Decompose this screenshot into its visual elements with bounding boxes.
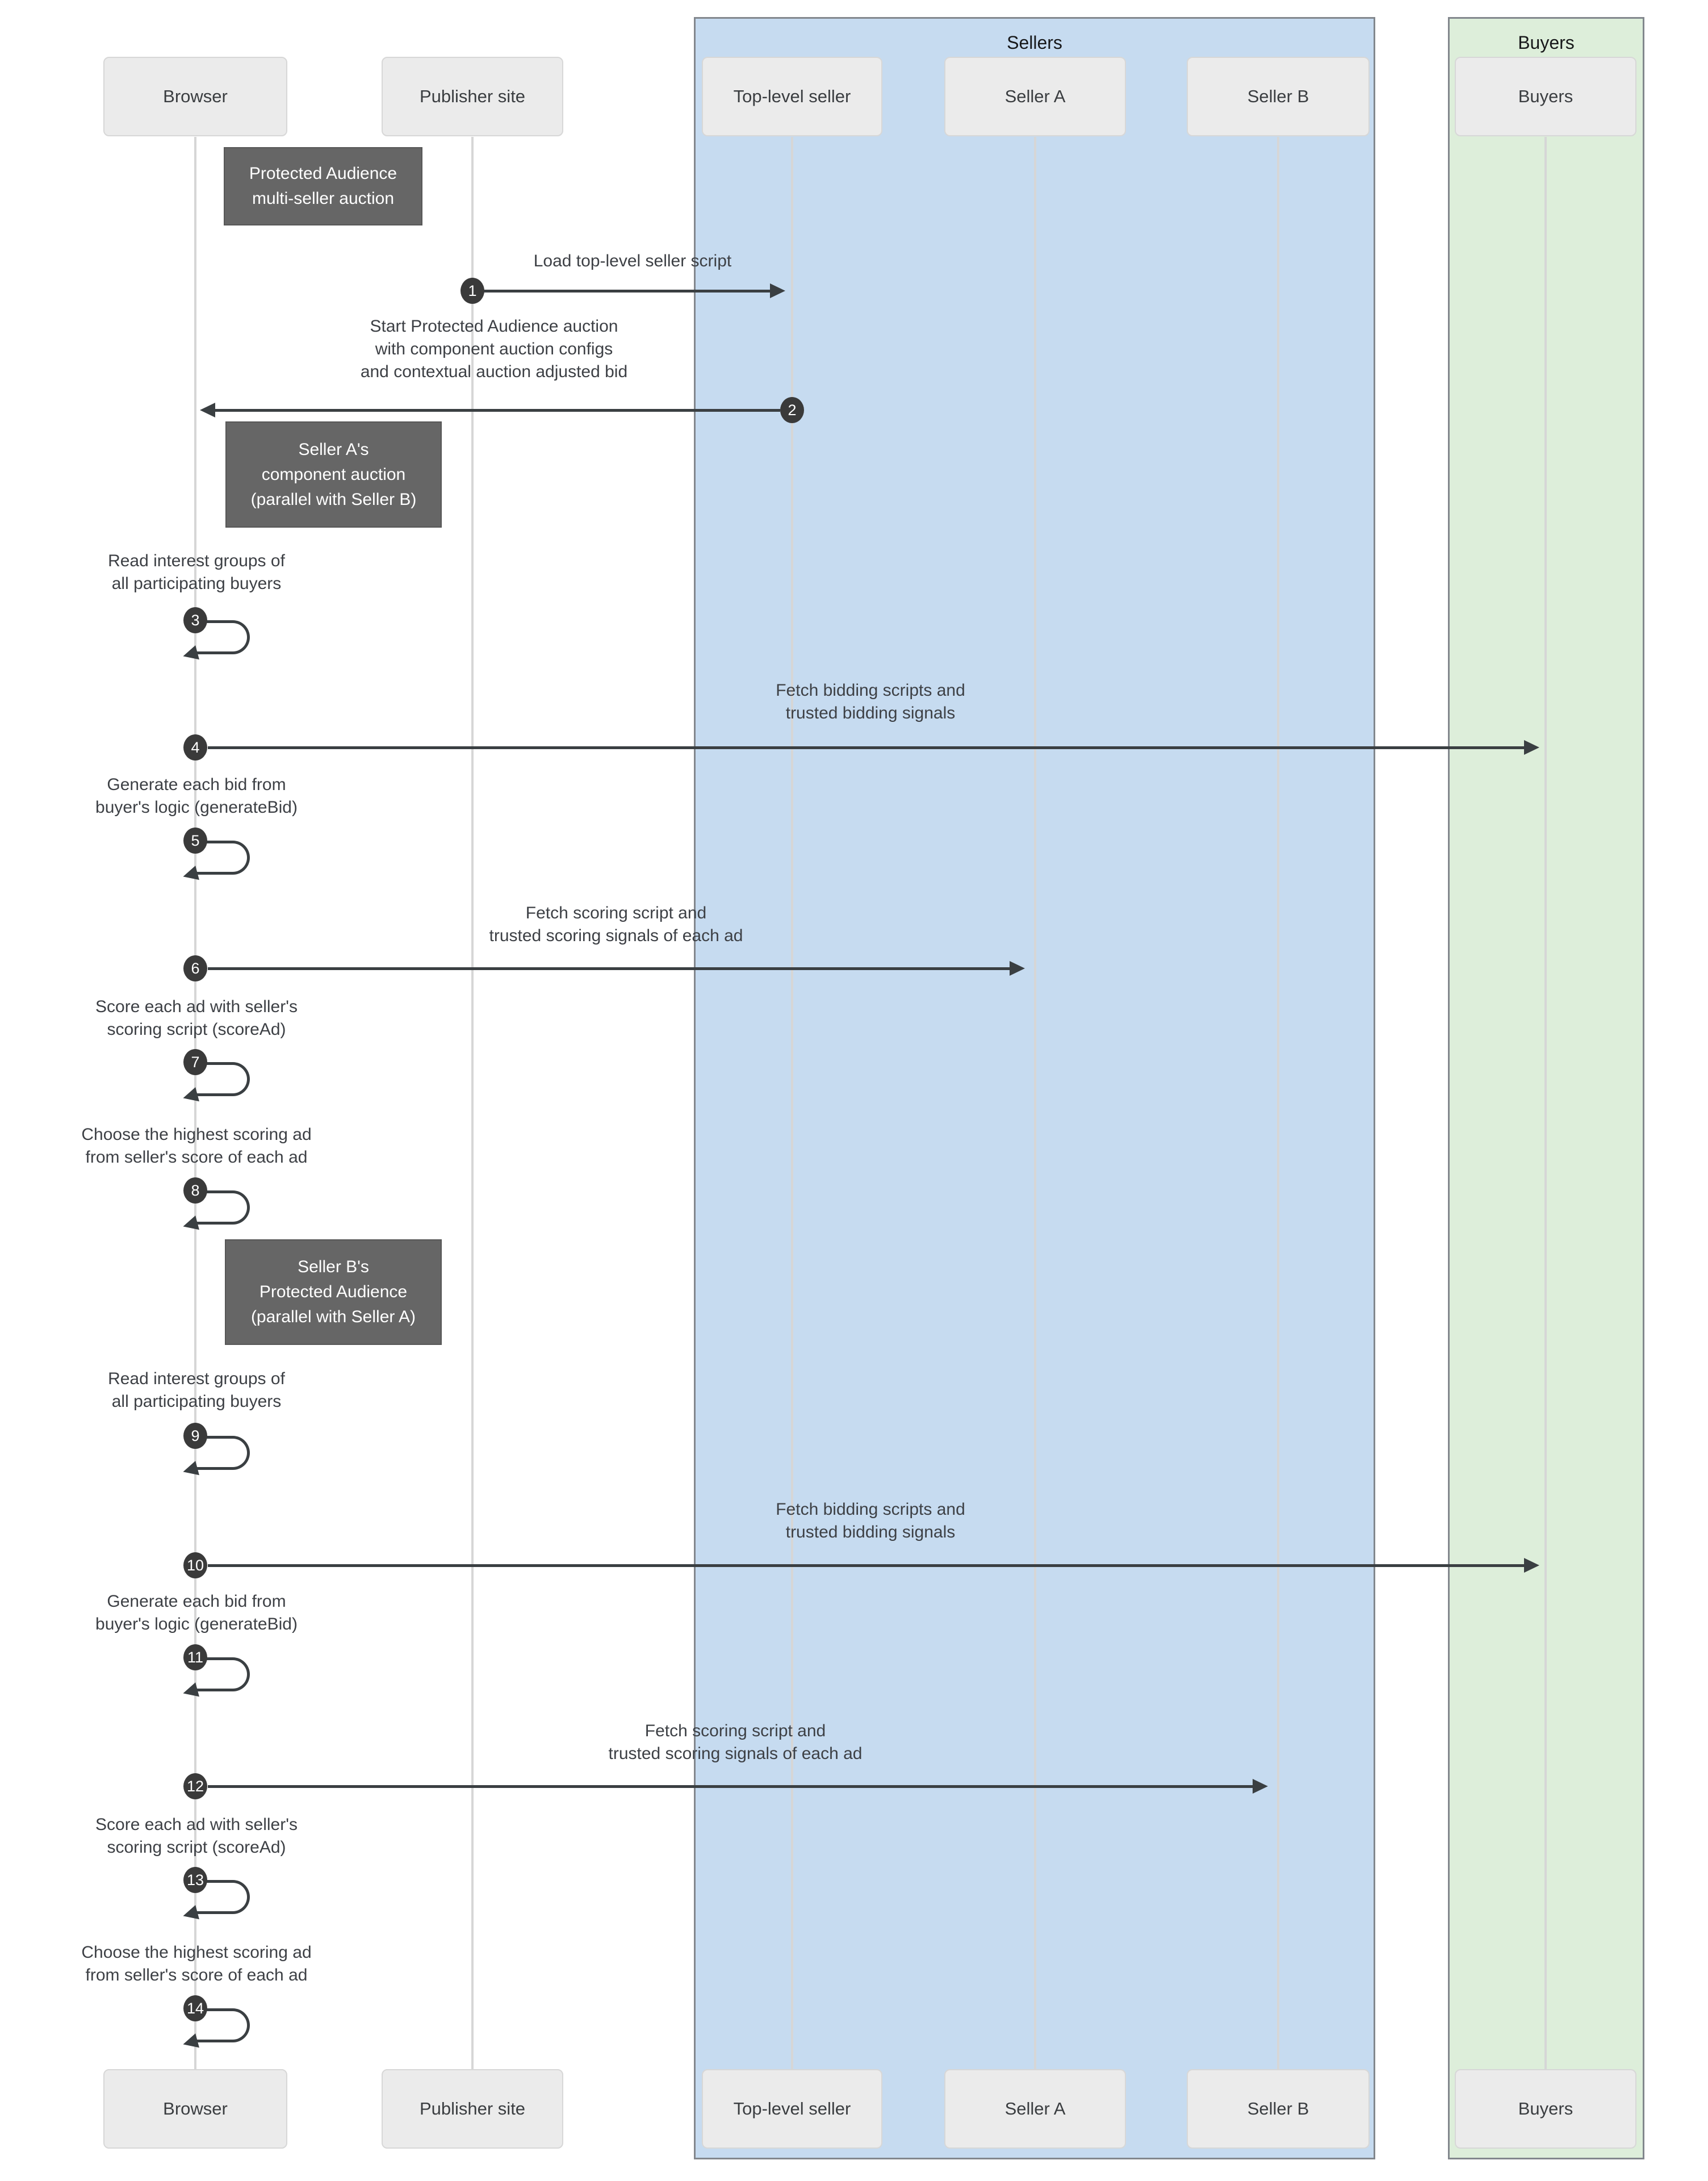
message-9-label: Read interest groups of all participatin… bbox=[108, 1369, 285, 1411]
message-7-label: Score each ad with seller's scoring scri… bbox=[95, 997, 298, 1039]
message-2-arrow bbox=[215, 409, 780, 412]
message-1-label: Load top-level seller script bbox=[533, 252, 732, 270]
sequence-number-11: 11 bbox=[183, 1644, 207, 1670]
participant-browser-top: Browser bbox=[103, 57, 287, 136]
sequence-number-9: 9 bbox=[183, 1423, 207, 1449]
arrowhead-right-icon bbox=[1253, 1779, 1268, 1794]
arrowhead-right-icon bbox=[1524, 740, 1539, 755]
participant-buyers-bottom: Buyers bbox=[1455, 2069, 1636, 2149]
participant-seller-a-top: Seller A bbox=[944, 57, 1126, 136]
message-10-arrow bbox=[208, 1564, 1525, 1567]
message-5-label: Generate each bid from buyer's logic (ge… bbox=[95, 775, 298, 817]
message-14-label: Choose the highest scoring ad from selle… bbox=[81, 1943, 312, 1984]
message-3-self-loop bbox=[195, 620, 250, 654]
lifeline-buyers bbox=[1544, 137, 1547, 2069]
sequence-number-3: 3 bbox=[183, 607, 207, 633]
message-1-arrow bbox=[480, 290, 771, 293]
message-13-self-loop bbox=[195, 1880, 250, 1914]
message-6-label: Fetch scoring script and trusted scoring… bbox=[489, 904, 743, 945]
message-10-label: Fetch bidding scripts and trusted biddin… bbox=[776, 1500, 965, 1541]
message-13-label: Score each ad with seller's scoring scri… bbox=[95, 1815, 298, 1857]
message-9-self-loop bbox=[195, 1436, 250, 1470]
buyers-group-label: Buyers bbox=[1518, 32, 1575, 53]
message-4-arrow bbox=[208, 746, 1525, 749]
sequence-number-12: 12 bbox=[183, 1773, 207, 1799]
lifeline-top-level-seller bbox=[791, 137, 793, 2069]
sequence-number-10: 10 bbox=[183, 1552, 207, 1578]
arrowhead-right-icon bbox=[770, 283, 785, 298]
participant-top-level-seller-bottom: Top-level seller bbox=[702, 2069, 882, 2149]
participant-seller-b-bottom: Seller B bbox=[1187, 2069, 1370, 2149]
participant-seller-b-top: Seller B bbox=[1187, 57, 1370, 136]
message-8-label: Choose the highest scoring ad from selle… bbox=[81, 1125, 312, 1167]
participant-publisher-site-bottom: Publisher site bbox=[382, 2069, 563, 2149]
sequence-number-1: 1 bbox=[461, 278, 484, 304]
message-8-self-loop bbox=[195, 1190, 250, 1225]
lifeline-publisher-site bbox=[471, 137, 474, 2069]
sequence-number-6: 6 bbox=[183, 955, 207, 981]
sequence-number-8: 8 bbox=[183, 1177, 207, 1204]
participant-browser-bottom: Browser bbox=[103, 2069, 287, 2149]
message-12-arrow bbox=[208, 1785, 1254, 1788]
message-12-label: Fetch scoring script and trusted scoring… bbox=[608, 1722, 863, 1763]
message-7-self-loop bbox=[195, 1062, 250, 1096]
arrowhead-right-icon bbox=[1524, 1558, 1539, 1573]
note-protected-audience-auction: Protected Audience multi-seller auction bbox=[224, 147, 422, 225]
message-4-label: Fetch bidding scripts and trusted biddin… bbox=[776, 681, 965, 722]
message-3-label: Read interest groups of all participatin… bbox=[108, 551, 285, 593]
arrowhead-right-icon bbox=[1010, 961, 1025, 976]
note-seller-b-protected-audience: Seller B's Protected Audience (parallel … bbox=[225, 1239, 442, 1345]
sequence-number-4: 4 bbox=[183, 734, 207, 761]
lifeline-seller-b bbox=[1277, 137, 1279, 2069]
participant-seller-a-bottom: Seller A bbox=[944, 2069, 1126, 2149]
arrowhead-left-icon bbox=[200, 403, 215, 417]
participant-buyers-top: Buyers bbox=[1455, 57, 1636, 136]
sequence-number-5: 5 bbox=[183, 828, 207, 854]
note-seller-a-component-auction: Seller A's component auction (parallel w… bbox=[225, 421, 442, 528]
message-11-self-loop bbox=[195, 1657, 250, 1691]
participant-publisher-site-top: Publisher site bbox=[382, 57, 563, 136]
lifeline-browser bbox=[194, 137, 196, 2069]
lifeline-seller-a bbox=[1034, 137, 1036, 2069]
sellers-group-label: Sellers bbox=[1007, 32, 1062, 53]
message-6-arrow bbox=[208, 967, 1011, 970]
message-14-self-loop bbox=[195, 2008, 250, 2042]
sequence-number-7: 7 bbox=[183, 1049, 207, 1075]
message-11-label: Generate each bid from buyer's logic (ge… bbox=[95, 1592, 298, 1633]
sequence-number-14: 14 bbox=[183, 1995, 207, 2021]
sequence-number-2: 2 bbox=[780, 397, 804, 423]
sequence-number-13: 13 bbox=[183, 1867, 207, 1893]
message-2-label: Start Protected Audience auction with co… bbox=[360, 317, 628, 381]
participant-top-level-seller-top: Top-level seller bbox=[702, 57, 882, 136]
message-5-self-loop bbox=[195, 841, 250, 875]
